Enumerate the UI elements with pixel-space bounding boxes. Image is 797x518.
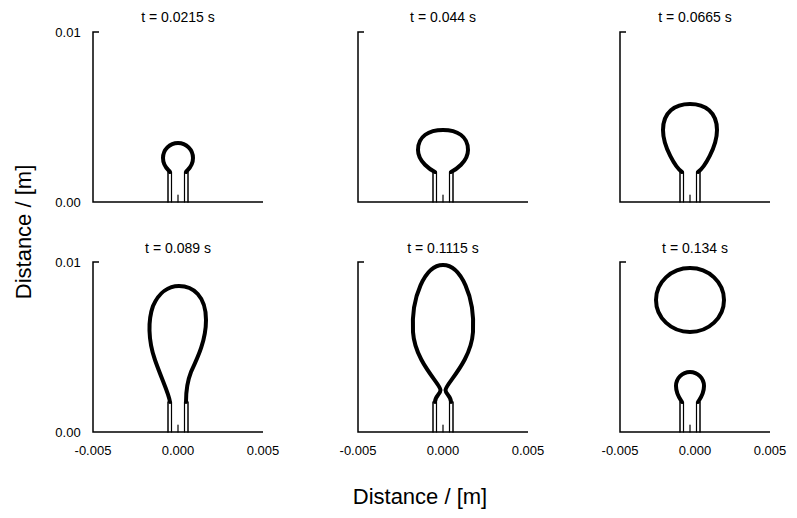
y-tick-label: 0.01	[55, 256, 80, 269]
time-title: t = 0.044 s	[410, 10, 476, 24]
y-tick-label: 0.01	[55, 26, 80, 39]
x-tick-label: 0.000	[162, 444, 195, 457]
x-tick-label: -0.005	[602, 444, 639, 457]
x-tick-label: 0.000	[427, 444, 460, 457]
x-tick-label: 0.005	[754, 444, 787, 457]
y-tick-label: 0.00	[55, 426, 80, 439]
axis-title: Distance / [m]	[353, 486, 487, 508]
x-tick-label: 0.005	[247, 444, 280, 457]
time-title: t = 0.134 s	[662, 241, 728, 255]
x-tick-label: 0.000	[679, 444, 712, 457]
axis-title: Distance / [m]	[13, 165, 35, 299]
time-title: t = 0.089 s	[145, 241, 211, 255]
x-tick-label: -0.005	[340, 444, 377, 457]
time-title: t = 0.0215 s	[141, 10, 215, 24]
time-title: t = 0.0665 s	[658, 10, 732, 24]
time-title: t = 0.1115 s	[407, 241, 478, 255]
x-tick-label: 0.005	[512, 444, 545, 457]
x-tick-label: -0.005	[75, 444, 112, 457]
y-tick-label: 0.00	[55, 196, 80, 209]
